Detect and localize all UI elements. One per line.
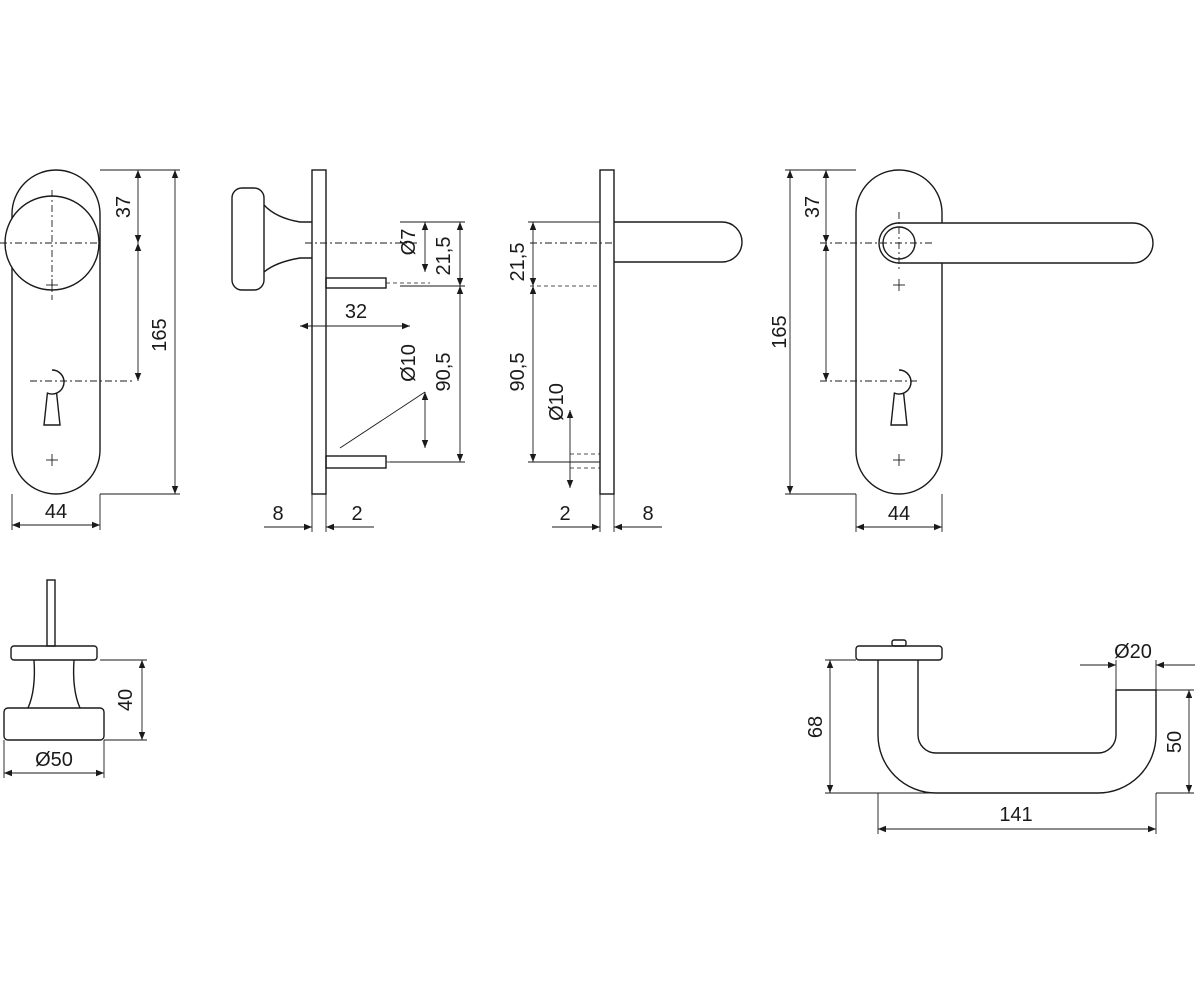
lever-profile [614,221,743,263]
dim-dia10: Ø10 [546,383,568,421]
side-view-lever: 21,5 90,5 Ø10 2 8 [507,169,743,532]
dim-40: 40 [115,689,137,711]
lever-arm [878,222,1154,264]
knob-neck [263,204,312,273]
spindle [46,579,56,647]
dim-8: 8 [272,503,283,525]
escutcheon-profile [599,169,615,495]
knob-neck [27,659,81,709]
dim-32: 32 [345,301,367,323]
keyhole [890,369,912,426]
dim-2: 2 [559,503,570,525]
dim-68: 68 [805,716,827,738]
front-view-knob: 165 37 44 [0,169,180,530]
fixing-pin-top [325,277,387,289]
dim-dia20: Ø20 [1114,641,1152,663]
escutcheon-plate [855,169,943,495]
escutcheon-profile [311,169,327,495]
dim-90-5: 90,5 [433,353,455,392]
dim-44: 44 [45,501,67,523]
knob-body [3,707,105,741]
dim-165: 165 [149,318,171,351]
knob-profile [231,187,265,291]
dim-165: 165 [769,315,791,348]
dim-37: 37 [113,196,135,218]
dim-8: 8 [642,503,653,525]
dim-21-5: 21,5 [433,237,455,276]
dim-44: 44 [888,503,910,525]
rosette [855,645,943,661]
dim-dia7: Ø7 [398,229,420,256]
top-view-lever: Ø20 68 50 141 [805,639,1195,834]
dim-dia10: Ø10 [398,344,420,382]
dim-141: 141 [999,804,1032,826]
keyhole [43,369,65,426]
lever-u-shape [877,660,1157,794]
dim-90-5: 90,5 [507,353,529,392]
top-view-knob: 40 Ø50 [3,579,147,778]
dim-37: 37 [802,196,824,218]
rosette [10,645,98,661]
side-view-knob: Ø7 21,5 90,5 Ø10 32 8 2 [231,169,465,532]
fixing-pin-bottom [325,455,387,469]
dim-21-5: 21,5 [507,243,529,282]
dim-2: 2 [351,503,362,525]
dim-dia50: Ø50 [35,749,73,771]
escutcheon-plate [11,169,101,495]
front-view-lever: 165 37 44 [769,169,1154,532]
dim-50: 50 [1164,731,1186,753]
